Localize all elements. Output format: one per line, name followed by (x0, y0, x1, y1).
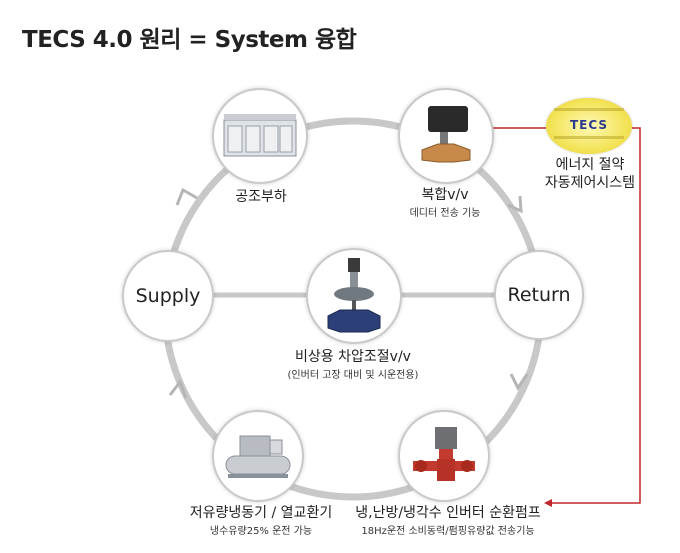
tecs-logo: TECS (546, 98, 632, 154)
pump-subtitle: 18Hz운전 소비동력/펌핑유량값 전송기능 (361, 526, 535, 537)
flow-arrow-bottom-left (168, 378, 188, 399)
emergency-valve-icon (327, 258, 381, 333)
ahu-node (212, 88, 308, 184)
composite-valve-title: 복합v/v (421, 187, 469, 203)
ahu-icon (223, 114, 297, 157)
emergency-valve-subtitle: (인버터 고장 대비 및 시운전용) (287, 370, 419, 381)
pump-title: 냉,난방/냉각수 인버터 순환펌프 (355, 505, 541, 521)
composite-valve-icon (421, 106, 471, 163)
control-system-line1: 에너지 절약 (555, 157, 625, 173)
pump-node (398, 410, 490, 502)
chiller-node (212, 410, 304, 502)
control-arrow-head (544, 499, 552, 507)
flow-arrow-top-right (507, 195, 523, 214)
tecs-logo-text: TECS (569, 118, 609, 132)
chiller-label: 저유량냉동기 / 열교환기 냉수유량25% 운전 가능 (186, 502, 336, 537)
control-line-right (550, 127, 641, 504)
emergency-valve-label: 비상용 차압조절v/v (인버터 고장 대비 및 시운전용) (258, 346, 448, 381)
flow-arrow-bottom-right (509, 373, 529, 392)
page-title: TECS 4.0 원리 = System 융합 (22, 27, 357, 53)
return-node: Return (494, 250, 584, 340)
pump-label: 냉,난방/냉각수 인버터 순환펌프 18Hz운전 소비동력/펌핑유량값 전송기능 (350, 502, 546, 537)
ahu-label: 공조부하 (235, 189, 287, 205)
chiller-subtitle: 냉수유량25% 운전 가능 (209, 526, 313, 537)
emergency-valve-title: 비상용 차압조절v/v (295, 349, 411, 365)
composite-valve-node (398, 88, 494, 184)
flow-arrow-top-left (175, 187, 198, 206)
control-system-label: 에너지 절약 자동제어시스템 (532, 156, 648, 192)
composite-valve-label: 복합v/v 데디터 전송 기능 (390, 184, 500, 219)
emergency-valve-node (306, 248, 402, 344)
return-label: Return (507, 284, 571, 306)
supply-label: Supply (135, 285, 201, 307)
composite-valve-subtitle: 데디터 전송 기능 (409, 208, 481, 219)
pump-icon (413, 427, 475, 481)
supply-node: Supply (122, 250, 214, 342)
control-system-line2: 자동제어시스템 (544, 175, 636, 191)
chiller-title: 저유량냉동기 / 열교환기 (189, 505, 333, 521)
chiller-icon (225, 435, 291, 478)
